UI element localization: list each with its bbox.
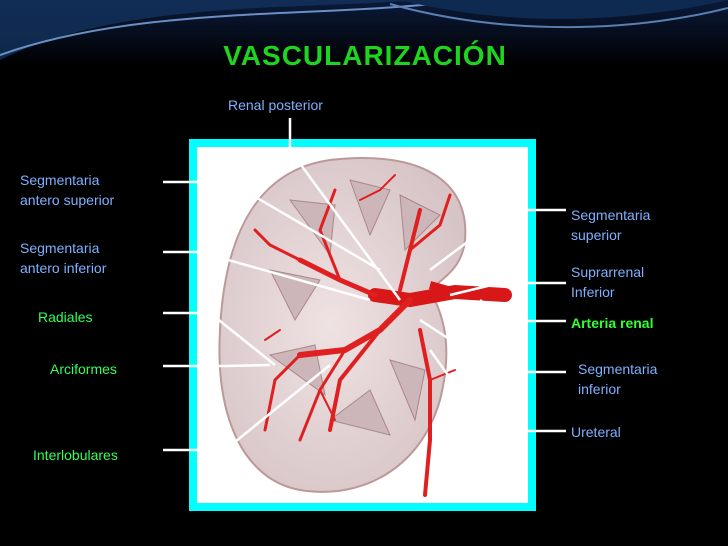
label-arciformes: Arciformes <box>50 361 117 377</box>
leader-ureteral <box>428 349 566 433</box>
label-segm-superior: Segmentaria superior <box>571 207 651 243</box>
label-segm-antero-inferior: Segmentaria antero inferior <box>20 240 107 276</box>
leader-arciformes <box>163 363 271 368</box>
label-segm-antero-superior: Segmentaria antero superior <box>20 172 115 208</box>
leader-segm-antero-superior <box>163 180 381 272</box>
decorative-swoosh <box>0 0 728 60</box>
label-renal-posterior: Renal posterior <box>228 97 323 113</box>
label-arteria-renal: Arteria renal <box>571 315 654 331</box>
label-radiales: Radiales <box>38 309 93 325</box>
leader-lines <box>163 118 566 452</box>
leader-segm-superior <box>429 208 566 271</box>
leader-radiales <box>163 311 276 366</box>
label-ureteral: Ureteral <box>571 424 621 440</box>
label-segm-inferior: Segmentaria inferior <box>578 361 658 397</box>
leader-segm-antero-inferior <box>163 250 371 302</box>
leader-arteria-renal <box>479 299 566 323</box>
arteria-renal-vessel <box>368 284 512 308</box>
slide-title: VASCULARIZACIÓN <box>223 40 507 71</box>
leader-suprarrenal-inferior <box>449 281 566 297</box>
label-suprarrenal-inferior: Suprarrenal Inferior <box>571 264 645 300</box>
kidney-illustration <box>189 139 536 511</box>
leader-renal-posterior <box>288 118 402 301</box>
label-interlobulares: Interlobulares <box>33 447 118 463</box>
leader-interlobulares <box>163 364 331 452</box>
leader-segm-inferior <box>419 318 566 374</box>
